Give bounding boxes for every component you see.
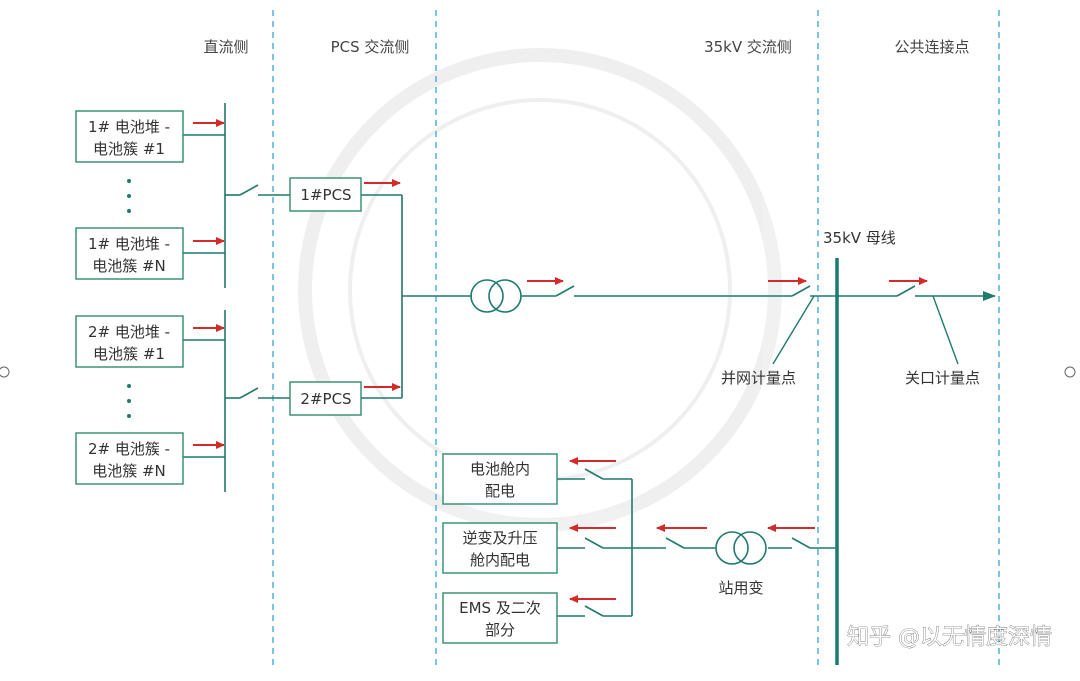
load-box-3: EMS 及二次 部分 xyxy=(442,592,558,644)
section-dividers xyxy=(272,10,1000,670)
section-pcs-ac-side: PCS 交流侧 xyxy=(331,38,410,56)
load-box-3-line1: EMS 及二次 xyxy=(459,599,541,617)
load-box-2-line2: 舱内配电 xyxy=(470,551,530,569)
battery-box-4-line1: 2# 电池簇 - xyxy=(88,440,170,458)
bus-35kv-label: 35kV 母线 xyxy=(823,229,896,247)
section-dc-side: 直流侧 xyxy=(203,38,248,56)
main-feeder xyxy=(521,285,916,297)
load-box-2-line1: 逆变及升压 xyxy=(462,529,537,547)
battery-box-2-line1: 1# 电池堆 - xyxy=(88,235,170,253)
gate-metering-pointer xyxy=(932,295,959,365)
station-feeder xyxy=(557,468,837,617)
pcs-1-label: 1#PCS xyxy=(300,186,351,204)
station-power-arrows xyxy=(569,457,815,603)
ellipsis-dots-2 xyxy=(127,384,131,418)
watermark: 知乎 @以无情度深情 xyxy=(847,625,1052,650)
battery-group-1 xyxy=(183,103,290,288)
battery-box-1-line2: 电池簇 #1 xyxy=(93,140,165,158)
battery-box-2: 1# 电池堆 - 电池簇 #N xyxy=(75,227,184,280)
battery-box-3: 2# 电池堆 - 电池簇 #1 xyxy=(75,315,184,368)
load-box-1-line2: 配电 xyxy=(485,482,515,500)
battery-box-1-line1: 1# 电池堆 - xyxy=(88,118,170,136)
battery-box-4-line2: 电池簇 #N xyxy=(92,462,166,480)
load-box-1: 电池舱内 配电 xyxy=(442,453,558,505)
dc-power-arrows xyxy=(193,119,225,449)
left-handle[interactable] xyxy=(0,366,10,378)
pcs-1: 1#PCS xyxy=(289,177,362,212)
station-transformer-label: 站用变 xyxy=(718,579,763,597)
battery-box-1: 1# 电池堆 - 电池簇 #1 xyxy=(75,110,184,163)
gate-metering-label: 关口计量点 xyxy=(905,369,980,387)
load-box-2: 逆变及升压 舱内配电 xyxy=(442,522,558,574)
right-handle[interactable] xyxy=(1064,366,1076,378)
main-transformer xyxy=(470,279,522,313)
pcs-2-label: 2#PCS xyxy=(300,390,351,408)
section-pcc: 公共连接点 xyxy=(894,38,969,56)
grid-metering-label: 并网计量点 xyxy=(721,369,796,387)
pcs-2: 2#PCS xyxy=(289,381,362,416)
ellipsis-dots-1 xyxy=(127,179,131,213)
load-box-1-line1: 电池舱内 xyxy=(470,460,530,478)
battery-group-2 xyxy=(183,310,290,492)
station-transformer xyxy=(715,531,767,565)
load-box-3-line2: 部分 xyxy=(485,621,515,639)
grid-metering-pointer xyxy=(772,295,815,365)
battery-box-3-line2: 电池簇 #1 xyxy=(93,345,165,363)
battery-box-2-line2: 电池簇 #N xyxy=(92,257,166,275)
battery-box-4: 2# 电池簇 - 电池簇 #N xyxy=(75,432,184,485)
battery-box-3-line1: 2# 电池堆 - xyxy=(88,323,170,341)
section-35kv-ac-side: 35kV 交流侧 xyxy=(704,38,792,56)
pcs-output-lines xyxy=(361,194,472,399)
pcs-power-arrows xyxy=(364,179,401,391)
